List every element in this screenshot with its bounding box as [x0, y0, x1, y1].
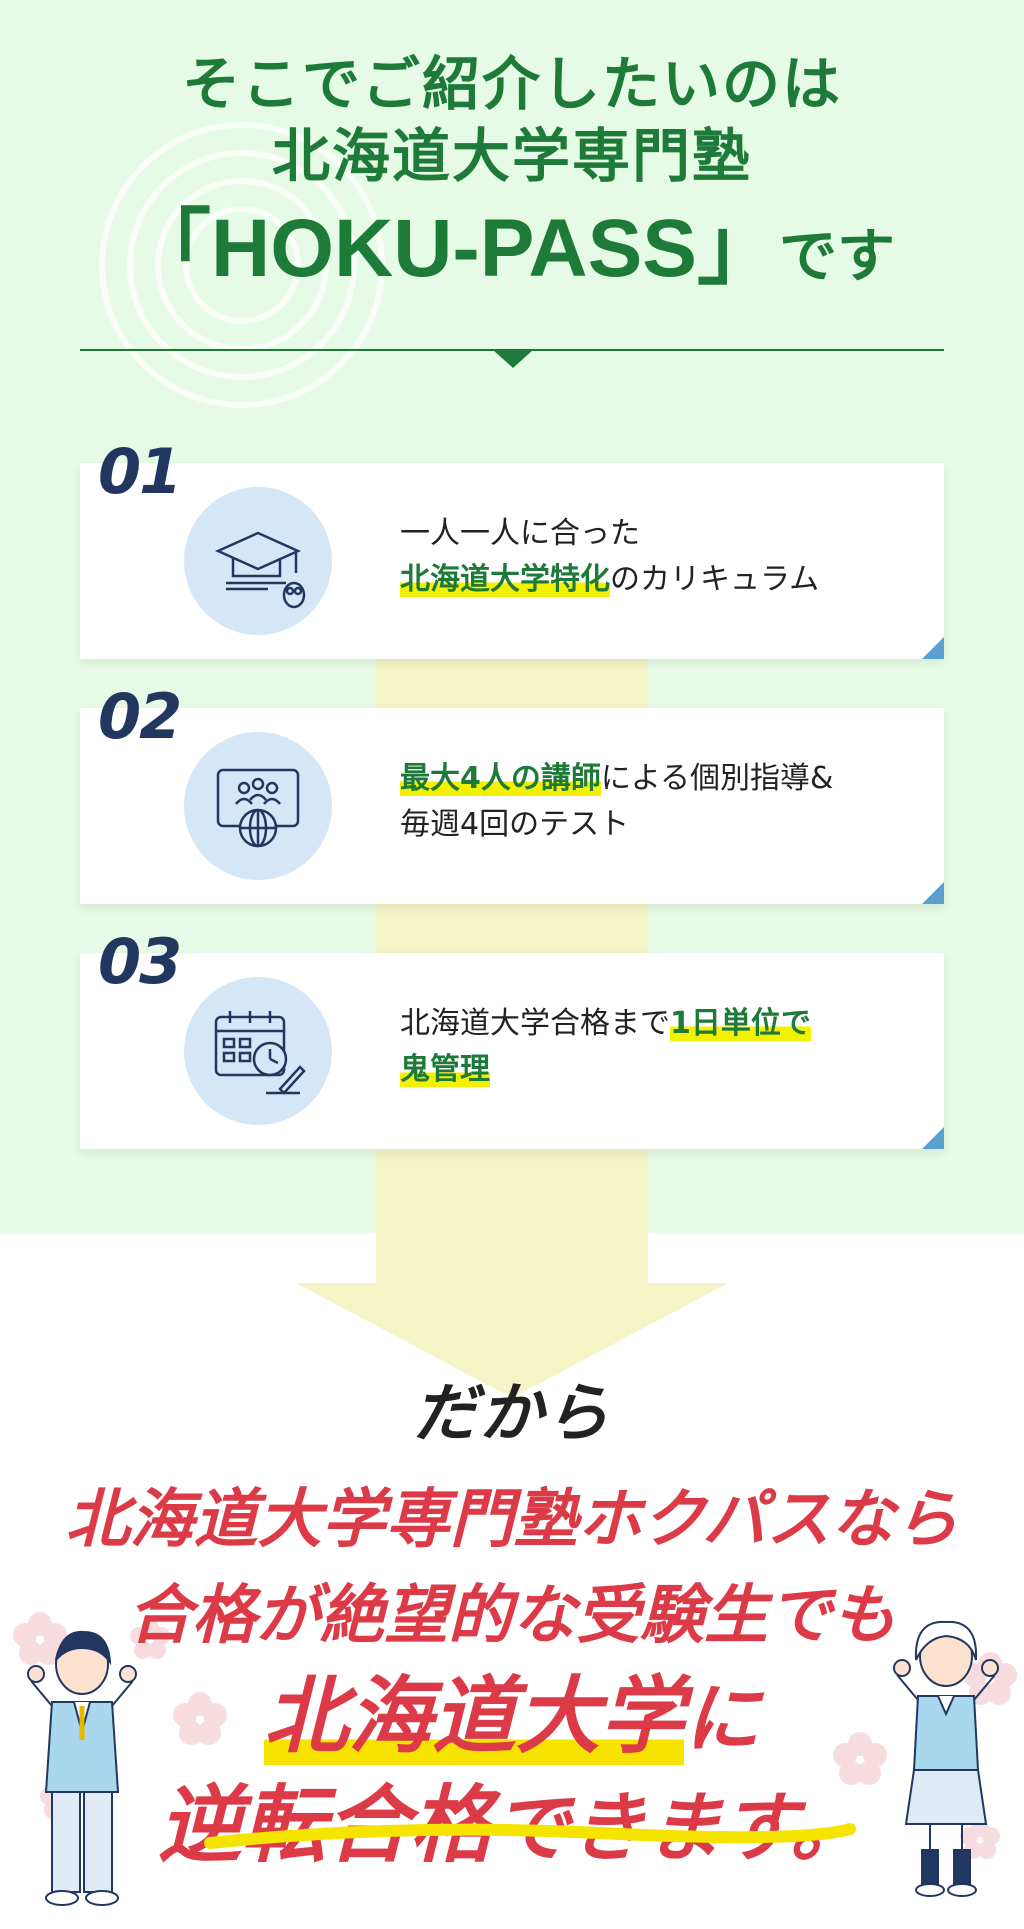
yellow-brush-underline — [204, 1823, 856, 1849]
feature-number: 01 — [98, 435, 182, 508]
feature-text-line-2: 毎週4回のテスト — [400, 807, 630, 842]
male-student-illustration — [27, 1630, 137, 1906]
headline-suffix: です — [778, 222, 895, 290]
conclusion-particle: に — [684, 1674, 760, 1763]
feature-number: 03 — [98, 925, 182, 998]
online-class-globe-icon — [216, 768, 300, 848]
female-student-illustration — [893, 1620, 999, 1897]
feature-number: 02 — [98, 680, 182, 753]
icon-circle — [184, 732, 332, 880]
feature-text-before: 北海道大学合格まで — [400, 1006, 670, 1041]
calendar-clock-pen-icon — [214, 1011, 306, 1095]
card-corner-accent — [922, 1127, 944, 1149]
conclusion-university: 北海道大学 — [263, 1667, 684, 1765]
card-corner-accent — [922, 882, 944, 904]
feature-text-line-2: 北海道大学特化のカリキュラム — [400, 557, 920, 603]
dakara-text: だから — [413, 1377, 611, 1451]
feature-highlight-2: 鬼管理 — [400, 1052, 490, 1087]
school-name: 「HOKU-PASS」 — [129, 203, 779, 294]
feature-card-1: 01 一人一人に合った 北海道大学特化のカリキュラム — [80, 435, 944, 659]
feature-text-line-1: 最大4人の講師による個別指導& — [400, 756, 920, 802]
feature-text: 一人一人に合った 北海道大学特化のカリキュラム — [400, 511, 920, 603]
headline-line-2: 北海道大学専門塾 — [271, 122, 752, 190]
feature-highlight: 北海道大学特化 — [400, 562, 610, 597]
card-corner-accent — [922, 637, 944, 659]
conclusion-line-3: 北海道大学に — [0, 1664, 1024, 1771]
feature-text-after: のカリキュラム — [610, 562, 820, 597]
feature-text-line-2: 鬼管理 — [400, 1047, 920, 1093]
graduation-cap-owl-icon — [214, 531, 306, 609]
headline: そこでご紹介したいのは 北海道大学専門塾 「HOKU-PASS」です — [0, 48, 1024, 311]
conclusion-line-1: 北海道大学専門塾ホクパスなら — [65, 1483, 959, 1557]
feature-text-after: による個別指導& — [600, 761, 834, 796]
icon-circle — [184, 487, 332, 635]
feature-highlight: 1日単位で — [670, 1006, 811, 1041]
conclusion-line-4: 逆転合格できます。 — [0, 1771, 1024, 1882]
feature-card-2: 02 最大4人の講師による個別指導& 毎週4回のテスト — [80, 680, 944, 904]
feature-text: 北海道大学合格まで1日単位で 鬼管理 — [400, 1001, 920, 1093]
feature-text-line-1: 北海道大学合格まで1日単位で — [400, 1001, 920, 1047]
headline-line-3: 「HOKU-PASS」です — [0, 194, 1024, 311]
feature-card-3: 03 北海道大学合格まで1日単位で 鬼管理 — [80, 925, 944, 1149]
feature-text-line-1: 一人一人に合った — [400, 516, 640, 551]
conclusion-message: 北海道大学専門塾ホクパスなら 合格が絶望的な受験生でも 北海道大学に 逆転合格で… — [0, 1472, 1024, 1882]
feature-highlight: 最大4人の講師 — [400, 761, 601, 796]
headline-line-1: そこでご紹介したいのは — [181, 50, 842, 118]
conclusion-line-2: 合格が絶望的な受験生でも — [128, 1579, 896, 1653]
feature-text: 最大4人の講師による個別指導& 毎週4回のテスト — [400, 756, 920, 848]
flow-arrow-icon — [296, 1283, 728, 1398]
icon-circle — [184, 977, 332, 1125]
divider-arrow-icon — [493, 350, 533, 368]
decorative-rings — [99, 122, 385, 408]
